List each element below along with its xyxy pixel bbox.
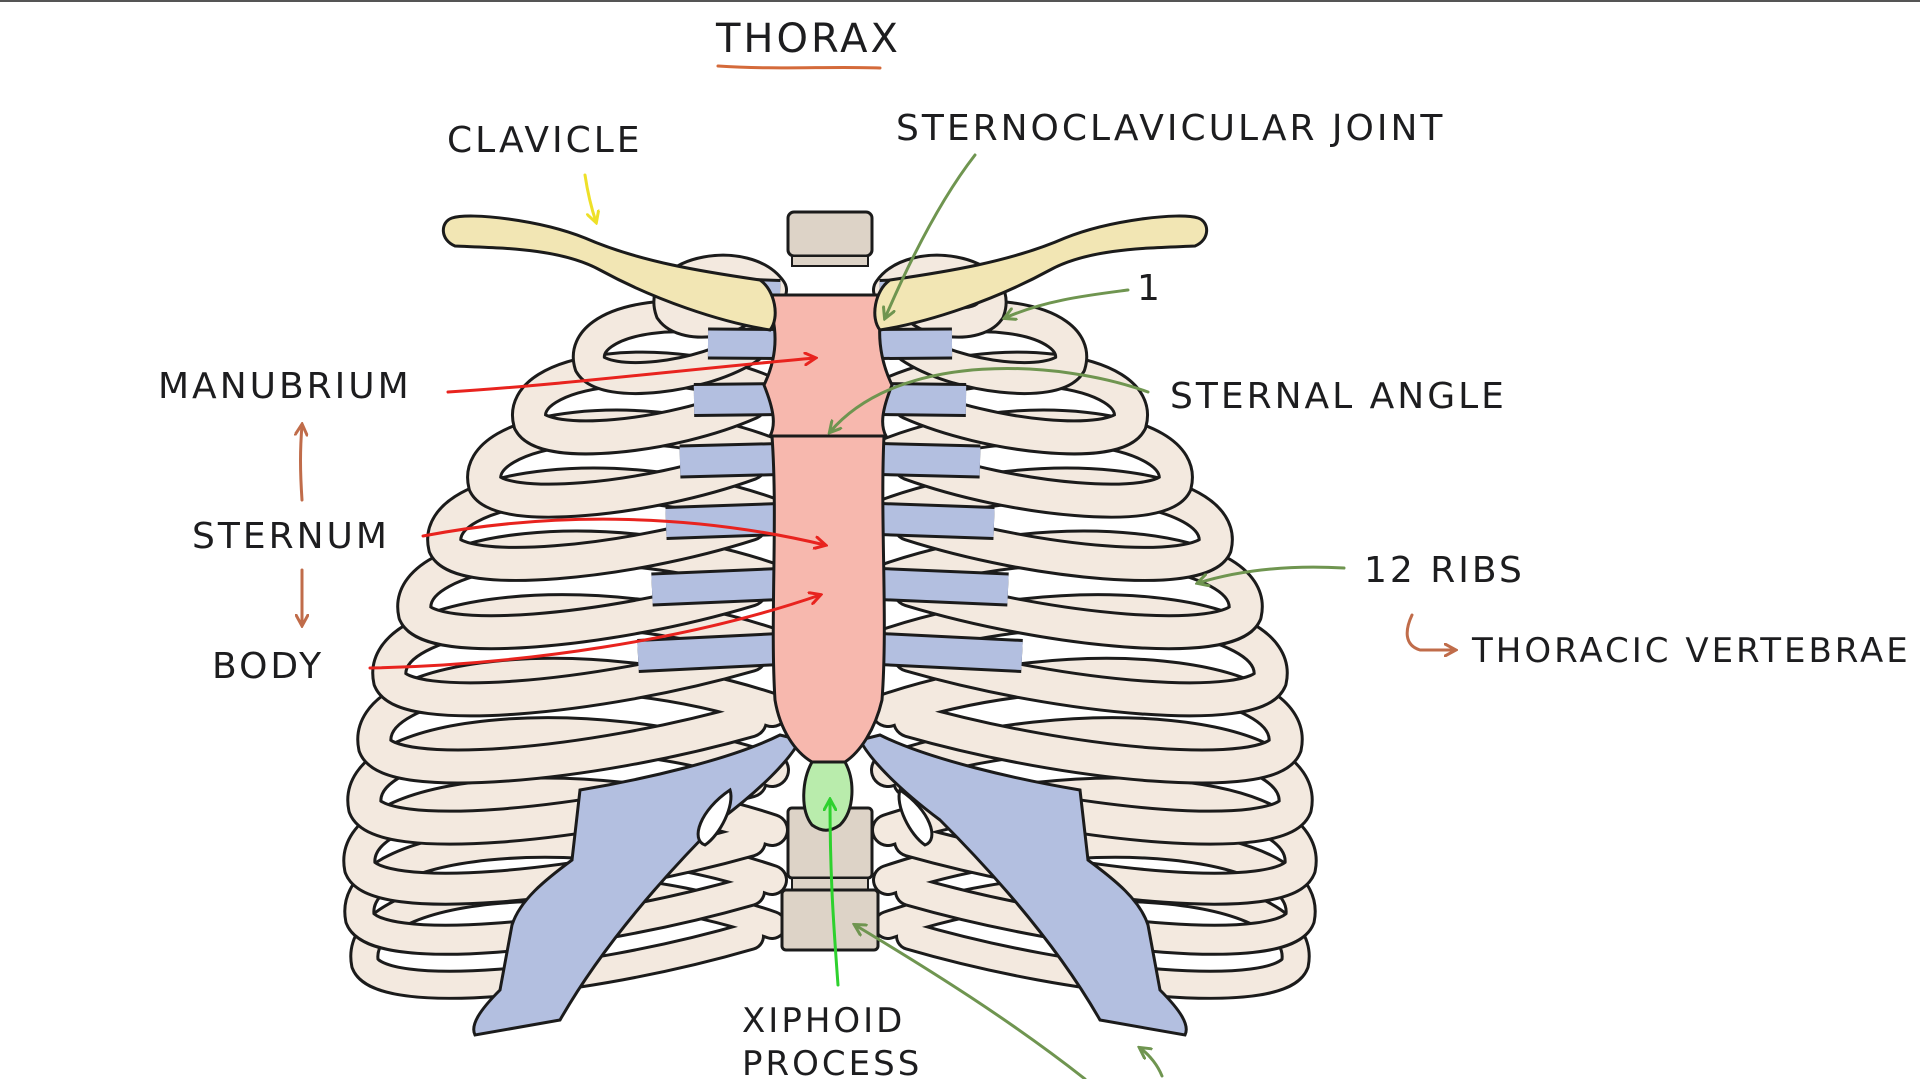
arrow-lower-pointer [855,925,1087,1079]
arrow-manubrium [446,358,815,394]
label-thoracic-vertebrae: THORACIC VERTEBRAE [1471,631,1911,671]
label-sternoclavicular-joint: STERNOCLAVICULAR JOINT [896,108,1445,149]
clavicle-right [873,214,1209,332]
clavicles [441,214,1209,332]
title-underline [716,64,882,70]
cartilage-gap-left [696,787,733,847]
costal-cartilage-7-right [879,635,1023,670]
arrow-sternal-angle [830,367,1150,432]
label-rib-one: 1 [1137,268,1163,309]
costal-cartilage-lower [472,733,1188,1037]
arrow-lower-right [1140,1048,1164,1078]
costal-cartilage-4-right [879,445,981,476]
clavicle-left [441,214,777,332]
costal-cartilage-4-left [679,445,781,476]
manubrium-shape [762,293,894,438]
label-xiphoid-line1: XIPHOID [742,1001,905,1041]
vertebra-top [786,210,874,258]
label-12-ribs: 12 RIBS [1364,550,1525,591]
sternum-body-shape [770,434,886,764]
vertebra-disc-lower [791,877,869,891]
costal-cartilage-7-left [637,635,781,670]
label-manubrium: MANUBRIUM [158,366,412,407]
arrow-12-ribs [1198,565,1346,583]
costal-cartilage-5-right [879,505,995,537]
arrow-sternum [421,517,825,545]
vertebra-lower-2 [780,888,880,952]
sternum [762,293,894,832]
costal-cartilage-2-left [707,330,781,357]
arrow-xiphoid-process [830,800,840,987]
page-title: THORAX [715,16,901,62]
costal-cartilage-6-right [879,570,1009,604]
arrow-sternoclavicular-joint [885,153,977,318]
costal-cartilage-right [857,733,1188,1037]
cartilage-gap-right [897,787,934,847]
label-sternal-angle: STERNAL ANGLE [1170,376,1507,417]
arrow-body [368,595,820,670]
label-xiphoid-line2: PROCESS [742,1044,922,1079]
arrow-sternum-up [301,425,303,502]
xiphoid-process-shape [802,760,854,832]
costal-cartilage-2-right [879,330,953,357]
arrow-clavicle [583,173,596,222]
arrows [301,153,1456,1079]
label-body: BODY [212,646,324,687]
costal-cartilage-6-left [651,570,781,604]
vertebra-disc-top [791,255,869,267]
costal-cartilage-3-left [693,385,781,414]
label-clavicle: CLAVICLE [447,120,643,161]
arrow-thoracic-vertebrae [1405,613,1455,650]
label-sternum: STERNUM [192,516,390,557]
costal-cartilage-3-right [879,385,967,414]
arrow-rib-one [1005,288,1130,318]
